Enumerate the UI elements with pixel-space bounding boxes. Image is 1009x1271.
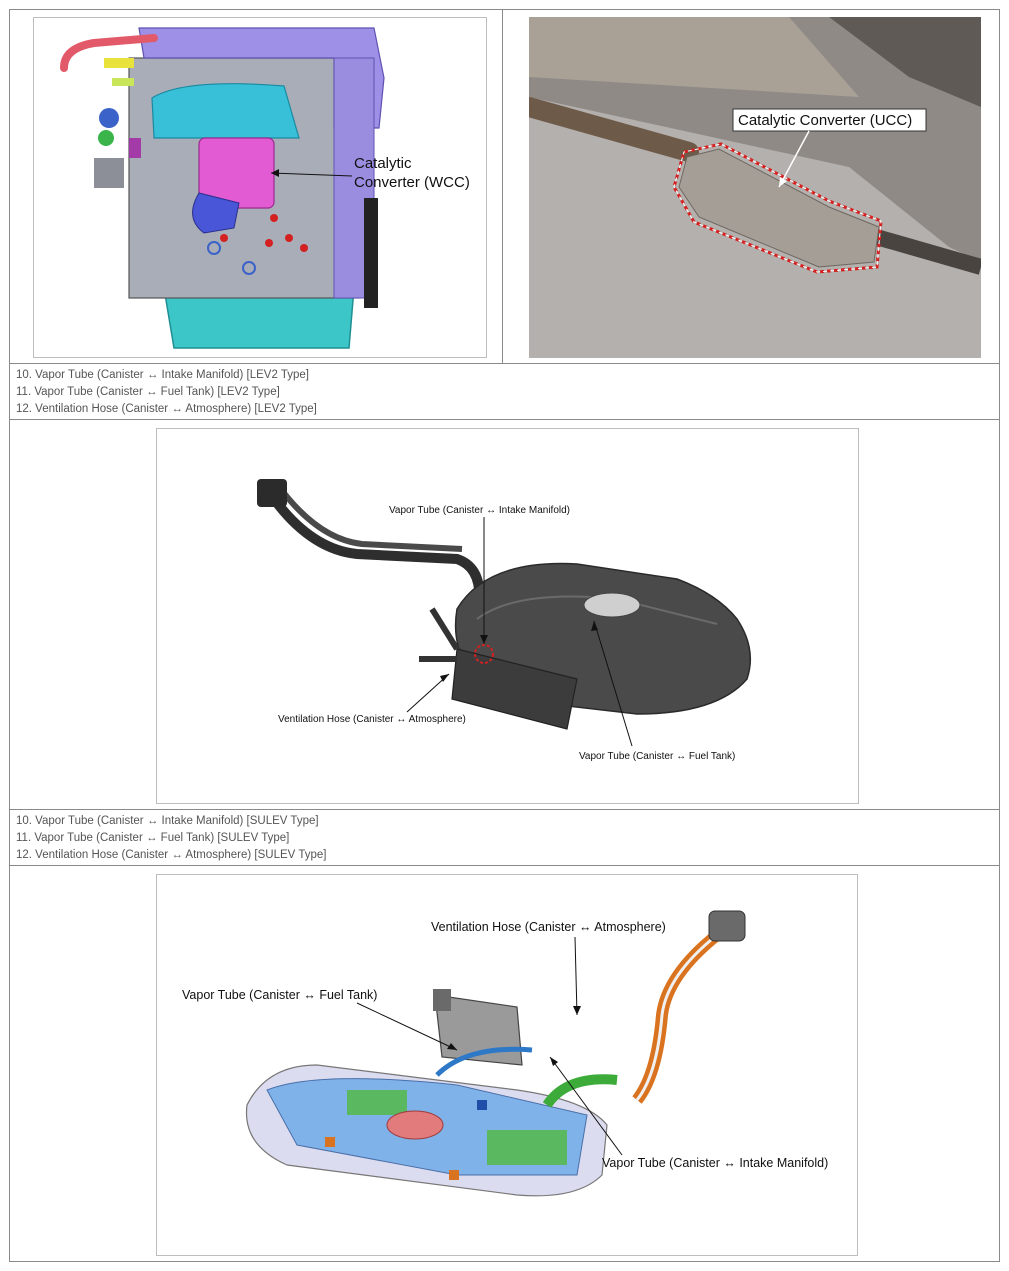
lev2-parts-list: 10. Vapor Tube (Canister ↔ Intake Manifo… — [9, 364, 1000, 420]
lev2-ventilation-label: Ventilation Hose (Canister ↔ Atmosphere) — [278, 714, 466, 725]
wcc-label-line2: Converter (WCC) — [354, 174, 470, 191]
lev2-intake-label: Vapor Tube (Canister ↔ Intake Manifold) — [389, 505, 570, 516]
sulev-parts-list: 10. Vapor Tube (Canister ↔ Intake Manifo… — [9, 810, 1000, 866]
engine-illustration: Catalytic Converter (WCC) — [60, 27, 470, 349]
engine-wcc-figure: Catalytic Converter (WCC) — [33, 17, 487, 358]
list-item: 10. Vapor Tube (Canister ↔ Intake Manifo… — [16, 815, 319, 827]
lev2-fuel-tank-illustration: Vapor Tube (Canister ↔ Intake Manifold) … — [257, 479, 752, 762]
ucc-label: Catalytic Converter (UCC) — [738, 112, 912, 129]
lev2-fuel-tank-label: Vapor Tube (Canister ↔ Fuel Tank) — [579, 751, 735, 762]
list-item: 11. Vapor Tube (Canister ↔ Fuel Tank) [L… — [16, 386, 280, 398]
sulev-ventilation-label: Ventilation Hose (Canister ↔ Atmosphere) — [431, 920, 666, 934]
underbody-illustration: Catalytic Converter (UCC) — [529, 17, 981, 358]
top-right-cell-divider — [502, 9, 503, 364]
sulev-intake-label: Vapor Tube (Canister ↔ Intake Manifold) — [602, 1156, 828, 1170]
sulev-canister-figure: Ventilation Hose (Canister ↔ Atmosphere)… — [156, 874, 858, 1256]
list-item: 10. Vapor Tube (Canister ↔ Intake Manifo… — [16, 369, 309, 381]
list-item: 12. Ventilation Hose (Canister ↔ Atmosph… — [16, 403, 317, 415]
sulev-fuel-tank-illustration: Ventilation Hose (Canister ↔ Atmosphere)… — [182, 910, 828, 1197]
wcc-label-line1: Catalytic — [354, 155, 412, 172]
lev2-canister-figure: Vapor Tube (Canister ↔ Intake Manifold) … — [156, 428, 859, 804]
list-item: 11. Vapor Tube (Canister ↔ Fuel Tank) [S… — [16, 832, 290, 844]
sulev-fuel-tank-label: Vapor Tube (Canister ↔ Fuel Tank) — [182, 988, 377, 1002]
underbody-ucc-photo: Catalytic Converter (UCC) — [529, 17, 981, 358]
list-item: 12. Ventilation Hose (Canister ↔ Atmosph… — [16, 849, 327, 861]
